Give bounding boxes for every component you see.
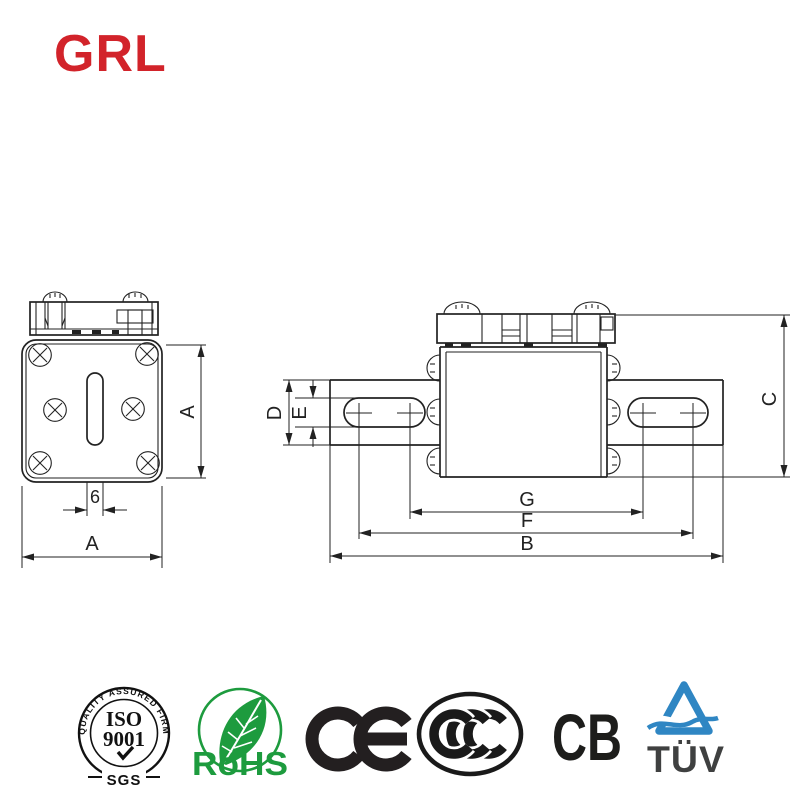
bolt-dome-icon [443, 301, 481, 315]
cb-mark: CB [552, 700, 622, 772]
left-mounting-tab [329, 379, 440, 446]
screw-icon [28, 343, 52, 367]
dim-front-height: A [166, 344, 206, 479]
iso9001-badge: QUALITY ASSURED FIRM ISO 9001 SGS [77, 686, 171, 789]
side-screw-bump-icon [606, 354, 621, 382]
screw-icon [135, 342, 159, 366]
bolt-dome-icon [573, 301, 611, 315]
ce-mark-icon [305, 706, 412, 772]
dim-label-tab-width: D [264, 406, 286, 420]
front-center-slot [86, 372, 104, 446]
bolt-dome-icon [42, 291, 68, 303]
sgs-label: SGS [107, 772, 142, 789]
tuv-triangle-icon [655, 681, 713, 735]
iso-title: ISO [106, 707, 142, 731]
checkmark-icon [116, 745, 135, 761]
dim-label-inner-span: G [519, 489, 535, 511]
side-top-cap [436, 301, 616, 347]
dim-label-slot-width: 6 [90, 487, 100, 507]
technical-drawing: 6 A A [21, 291, 790, 568]
dim-side-overall-length: B [330, 533, 723, 560]
fuse-side-view: D E C [264, 301, 790, 563]
dim-front-width: A [21, 486, 163, 568]
front-body-outline [21, 339, 163, 483]
right-mounting-tab [607, 379, 724, 446]
dim-side-inner-span: G [410, 489, 643, 516]
screw-icon [43, 398, 67, 422]
dim-label-overall-length: B [520, 533, 533, 555]
side-screw-bump-icon [426, 447, 441, 475]
side-screw-bump-icon [426, 398, 441, 426]
front-body-inner-outline [25, 343, 159, 479]
dim-front-slot-width: 6 [63, 482, 127, 516]
tuv-label: TÜV [647, 739, 725, 780]
tuv-logo: TÜV [643, 681, 725, 780]
screw-icon [121, 397, 145, 421]
dim-side-outer-span: F [359, 510, 693, 537]
tuv-wave-icon [646, 715, 719, 730]
dim-label-outer-span: F [521, 510, 533, 532]
dim-label-front-width: A [85, 533, 99, 555]
dim-label-slot-width-e: E [289, 406, 311, 419]
dim-side-overall-height: C [607, 314, 790, 478]
side-screw-bump-icon [606, 398, 621, 426]
bolt-dome-icon [122, 291, 149, 303]
side-screw-bump-icon [426, 354, 441, 382]
right-tab-slot [627, 397, 709, 428]
left-tab-slot [343, 397, 426, 428]
cb-label: CB [552, 700, 622, 772]
side-body [426, 346, 621, 478]
dim-side-slot-width: E [289, 380, 362, 447]
brand-logo: GRL [54, 25, 167, 83]
screw-icon [28, 451, 52, 475]
front-top-cap [29, 291, 159, 336]
side-screw-bump-icon [606, 447, 621, 475]
ccc-mark-icon [416, 691, 524, 777]
dim-label-overall-height: C [759, 392, 781, 406]
iso-number: 9001 [103, 727, 145, 751]
dim-label-front-height: A [177, 405, 199, 419]
fuse-front-view: 6 A A [21, 291, 206, 568]
rohs-logo: RoHS [192, 687, 288, 782]
screw-icon [136, 451, 160, 475]
dim-side-tab-width: D [264, 379, 330, 446]
rohs-label: RoHS [192, 745, 288, 782]
